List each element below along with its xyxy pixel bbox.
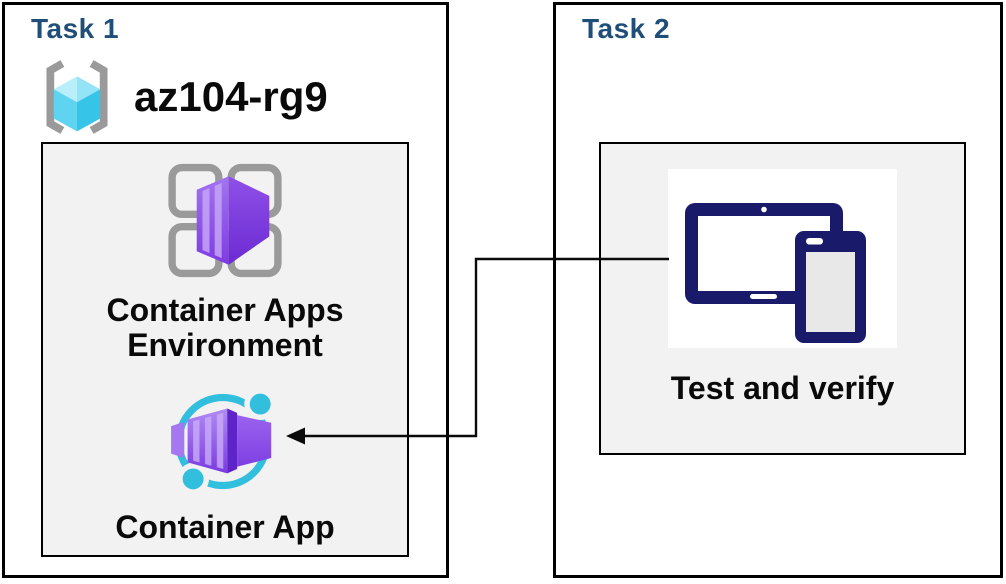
resource-group-icon xyxy=(34,57,120,137)
task2-box: Task 2 Test and verify xyxy=(553,2,1003,578)
task2-inner-panel: Test and verify xyxy=(599,142,966,455)
task2-title: Task 2 xyxy=(582,13,671,44)
resource-group-row: az104-rg9 xyxy=(34,55,328,139)
devices-icon xyxy=(668,169,897,348)
node-label: Test and verify xyxy=(670,370,895,406)
container-apps-environment-icon xyxy=(163,159,287,287)
node-container-apps-environment: Container Apps Environment xyxy=(55,159,395,362)
task1-box: Task 1 az104-rg9 xyxy=(2,2,449,578)
node-label: Container Apps Environment xyxy=(106,292,344,363)
resource-group-name: az104-rg9 xyxy=(134,73,328,120)
node-test-and-verify: Test and verify xyxy=(668,169,897,406)
node-label: Container App xyxy=(115,509,335,546)
node-container-app: Container App xyxy=(115,382,335,546)
task1-title: Task 1 xyxy=(31,13,120,44)
task1-inner-panel: Container Apps Environment xyxy=(41,142,409,557)
container-app-icon xyxy=(170,382,280,506)
